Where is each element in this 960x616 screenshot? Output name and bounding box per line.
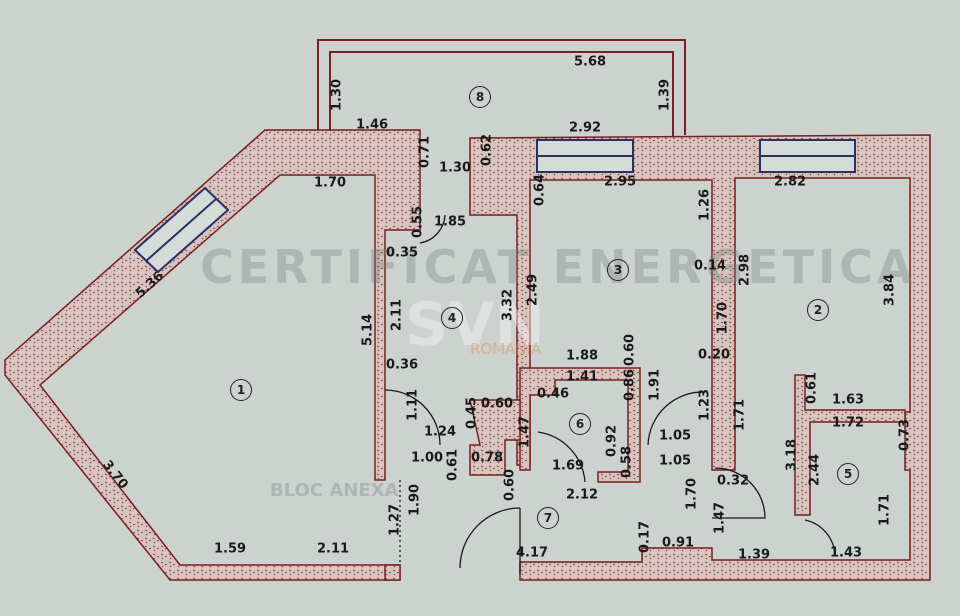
dimension-label: 2.12 [565, 487, 599, 503]
watermark-logo: SVN [405, 290, 545, 360]
windows [133, 139, 856, 274]
dimension-label: 1.71 [732, 398, 748, 432]
dimension-label: 0.17 [637, 520, 653, 554]
dimension-label: 0.64 [532, 173, 548, 207]
dimension-label: 1.30 [438, 160, 472, 176]
dimension-label: 5.14 [360, 313, 376, 347]
watermark-bottom: BLOC ANEXA [270, 480, 399, 501]
dimension-label: 1.47 [517, 415, 533, 449]
dimension-label: 1.24 [423, 424, 457, 440]
dimension-label: 0.45 [464, 396, 480, 430]
dimension-label: 3.32 [500, 288, 516, 322]
dimension-label: 1.70 [715, 301, 731, 335]
dimension-label: 5.68 [573, 54, 607, 70]
dimension-label: 1.46 [355, 117, 389, 133]
dimension-label: 1.39 [737, 547, 771, 563]
dimension-label: 1.43 [829, 545, 863, 561]
watermark-logo-sub: ROMANIA [470, 340, 542, 358]
room-number: 3 [607, 259, 629, 281]
dimension-label: 0.71 [417, 135, 433, 169]
watermark-text: CERTIFICAT ENERGETICA [200, 240, 917, 294]
dimension-label: 0.86 [622, 368, 638, 402]
dimension-label: 1.72 [831, 415, 865, 431]
dimension-label: 2.98 [737, 253, 753, 287]
dimension-label: 1.39 [657, 78, 673, 112]
dimension-label: 0.92 [604, 424, 620, 458]
dimension-label: 0.61 [804, 371, 820, 405]
dimension-label: 2.95 [603, 174, 637, 190]
dimension-label: 0.20 [697, 347, 731, 363]
dimension-label: 0.46 [536, 386, 570, 402]
dimension-label: 1.27 [387, 503, 403, 537]
dimension-label: 1.11 [405, 388, 421, 422]
dimension-label: 0.91 [661, 535, 695, 551]
dimension-label: 0.60 [502, 468, 518, 502]
dimension-label: 1.26 [697, 188, 713, 222]
dimension-label: 0.73 [897, 418, 913, 452]
room-number: 2 [807, 299, 829, 321]
dimension-label: 1.70 [684, 477, 700, 511]
dimension-label: 1.23 [697, 388, 713, 422]
dimension-label: 1.71 [877, 493, 893, 527]
room-number: 8 [469, 86, 491, 108]
room-number: 4 [441, 307, 463, 329]
dimension-label: 1.69 [551, 458, 585, 474]
dimension-label: 4.17 [515, 545, 549, 561]
dimension-label: 1.41 [565, 369, 599, 385]
room-number: 6 [569, 413, 591, 435]
room-number: 7 [537, 507, 559, 529]
dimension-label: 0.62 [479, 133, 495, 167]
dimension-label: 1.05 [658, 428, 692, 444]
room-number: 5 [837, 463, 859, 485]
dimension-label: 2.82 [773, 174, 807, 190]
room-number: 1 [230, 379, 252, 401]
dimension-label: 0.61 [445, 448, 461, 482]
dimension-label: 1.00 [410, 450, 444, 466]
dimension-label: 0.60 [480, 396, 514, 412]
dimension-label: 0.36 [385, 357, 419, 373]
dimension-label: 1.47 [712, 501, 728, 535]
dimension-label: 1.63 [831, 392, 865, 408]
dimension-label: 1.70 [313, 175, 347, 191]
dimension-label: 0.14 [693, 258, 727, 274]
dimension-label: 1.30 [329, 78, 345, 112]
balcony-outline [317, 39, 686, 140]
dimension-label: 3.18 [784, 438, 800, 472]
dimension-label: 3.84 [882, 273, 898, 307]
dimension-label: 0.78 [470, 450, 504, 466]
dimension-label: 2.92 [568, 120, 602, 136]
dimension-label: 0.58 [619, 445, 635, 479]
dimension-label: 1.91 [647, 368, 663, 402]
dimension-label: 2.49 [525, 273, 541, 307]
dimension-label: 2.11 [389, 298, 405, 332]
dimension-label: 1.88 [565, 348, 599, 364]
dimension-label: 0.32 [716, 473, 750, 489]
door-swings [384, 214, 836, 575]
dimension-label: 0.35 [385, 245, 419, 261]
dimension-label: 1.59 [213, 541, 247, 557]
dimension-label: 1.85 [433, 214, 467, 230]
dimension-label: 2.11 [316, 541, 350, 557]
dimension-label: 1.05 [658, 453, 692, 469]
dimension-label: 1.90 [407, 483, 423, 517]
dimension-label: 2.44 [807, 453, 823, 487]
dimension-label: 0.55 [410, 205, 426, 239]
dimension-label: 0.60 [622, 333, 638, 367]
